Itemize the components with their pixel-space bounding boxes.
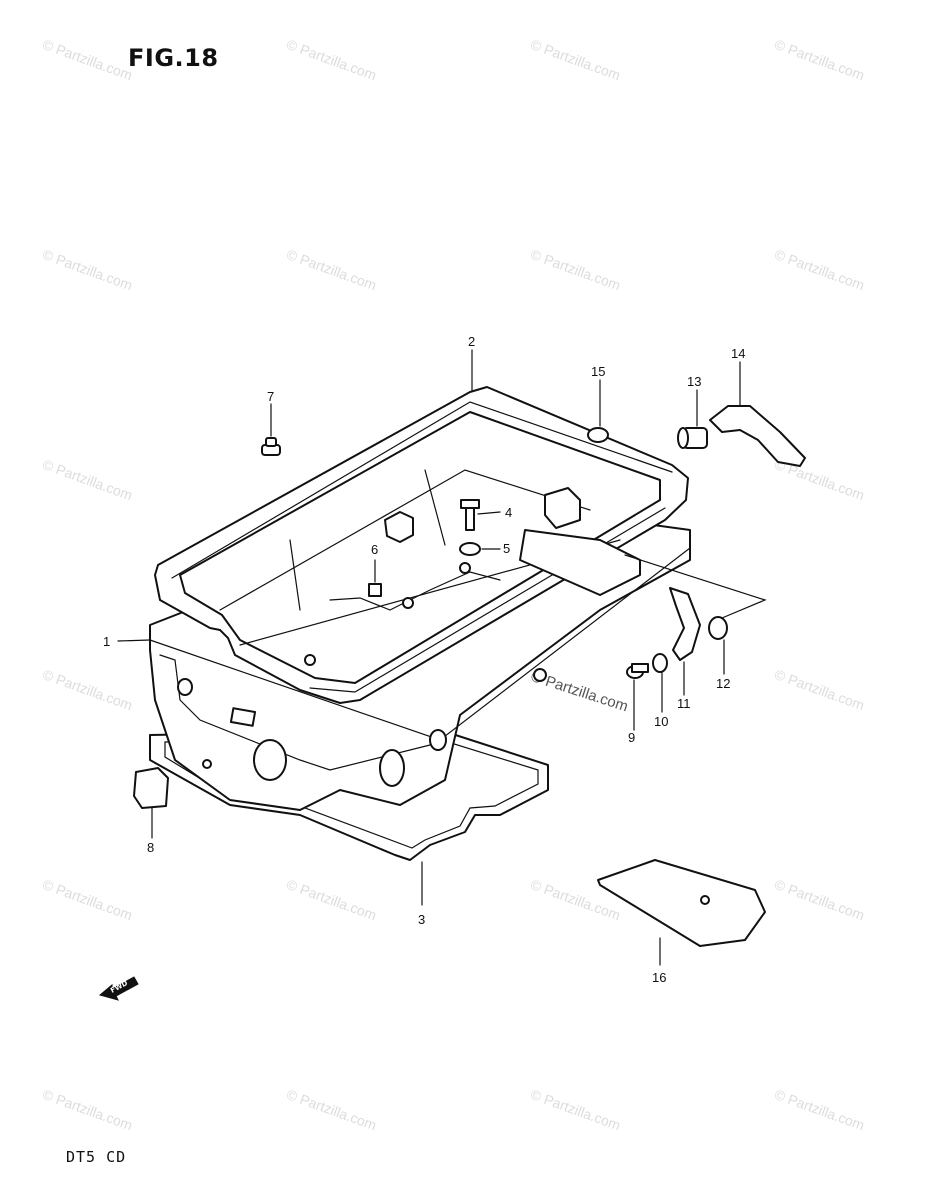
callout-2: 2 <box>468 334 475 349</box>
part-10-washer <box>652 653 668 673</box>
forward-arrow-icon: FWD <box>98 976 139 1001</box>
part-11-lever-arm <box>669 587 701 661</box>
callout-4: 4 <box>505 505 512 520</box>
callout-3: 3 <box>418 912 425 927</box>
callout-7: 7 <box>267 389 274 404</box>
callout-12: 12 <box>716 676 730 691</box>
part-14-lock-lever <box>709 405 806 467</box>
part-5-washer <box>459 542 481 556</box>
callout-16: 16 <box>652 970 666 985</box>
figure-title: FIG.18 <box>128 44 219 72</box>
part-16-cover-pad <box>597 859 766 947</box>
callout-10: 10 <box>654 714 668 729</box>
callout-labels: 1 2 3 4 5 6 7 8 9 10 11 12 13 14 15 16 <box>103 334 745 985</box>
leader-line-assembly <box>624 554 767 619</box>
callout-8: 8 <box>147 840 154 855</box>
callout-11: 11 <box>677 696 691 711</box>
leader-line-4 <box>477 511 501 515</box>
part-8-plate <box>133 767 169 809</box>
leader-lines <box>117 349 767 966</box>
part-7-grommet <box>261 437 281 456</box>
callout-5: 5 <box>503 541 510 556</box>
model-code: DT5 CD <box>66 1148 127 1166</box>
part-13-collar <box>677 427 708 449</box>
callout-6: 6 <box>371 542 378 557</box>
part-2-seal-ring <box>154 386 689 704</box>
callout-13: 13 <box>687 374 701 389</box>
leader-line-1 <box>117 639 151 642</box>
part-9-screw <box>626 663 649 679</box>
part-12-washer <box>708 616 728 640</box>
callout-1: 1 <box>103 634 110 649</box>
callout-9: 9 <box>628 730 635 745</box>
callout-15: 15 <box>591 364 605 379</box>
callout-14: 14 <box>731 346 745 361</box>
part-4-bolt <box>460 499 480 531</box>
part-6-nut <box>368 583 382 597</box>
